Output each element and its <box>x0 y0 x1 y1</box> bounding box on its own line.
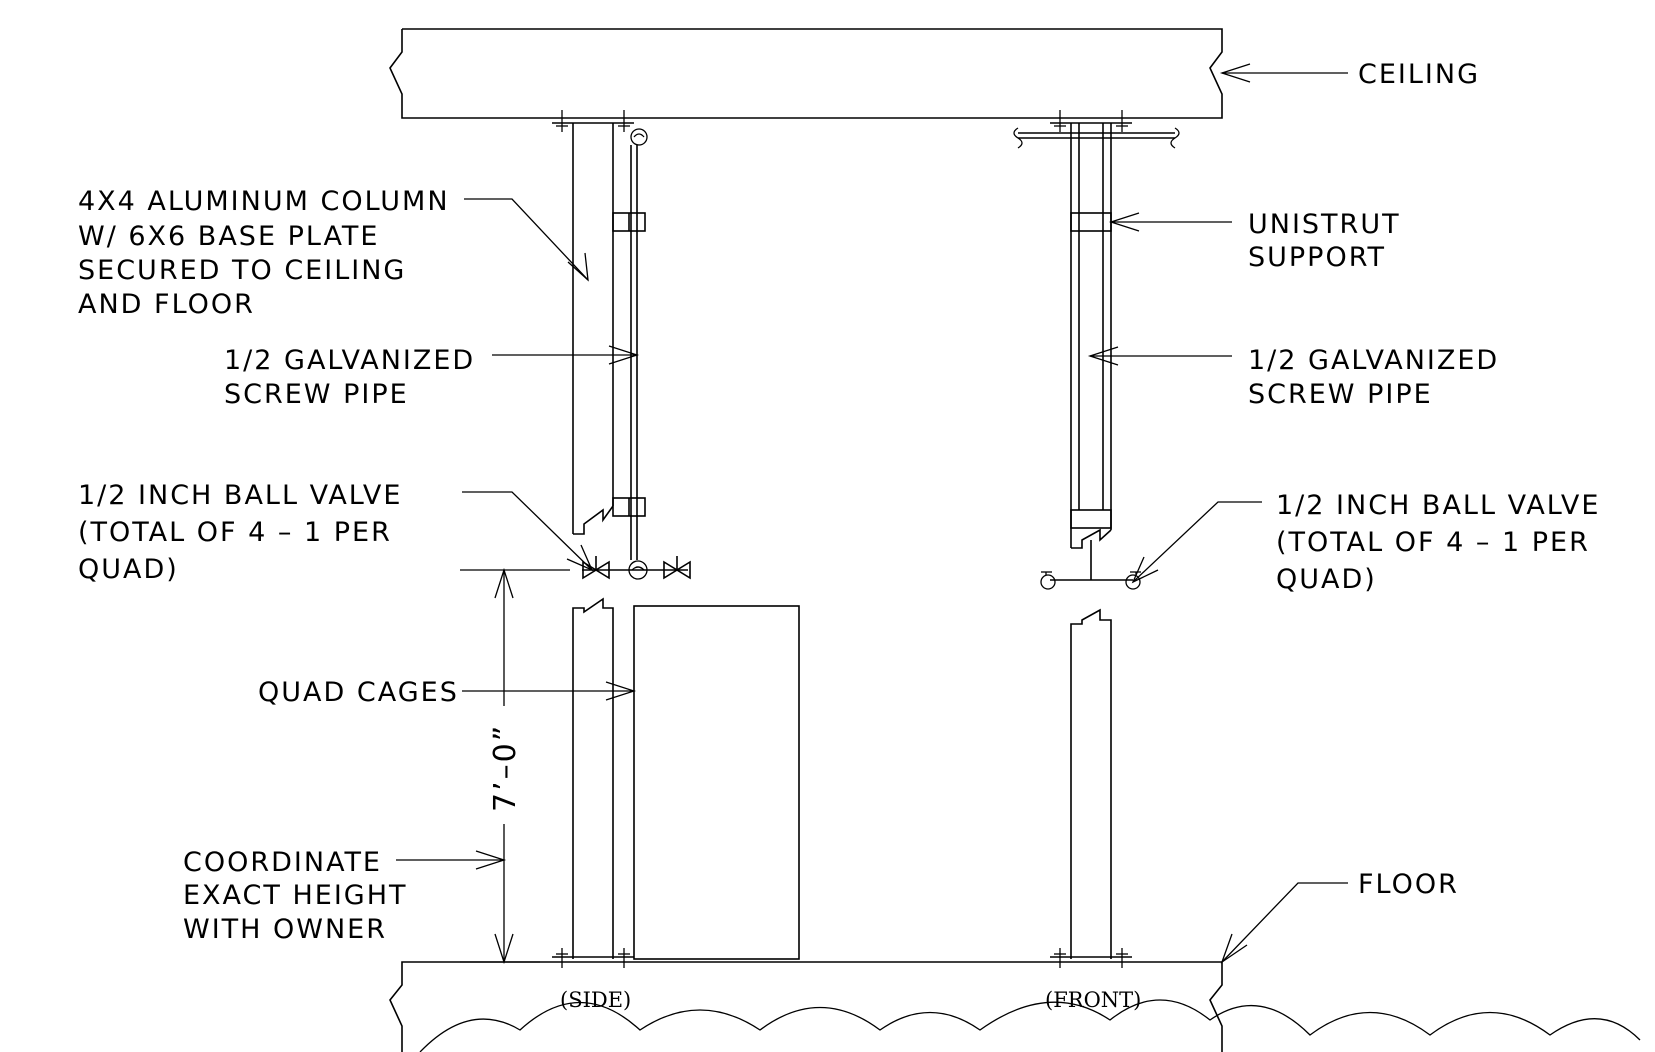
front-column <box>1050 122 1132 959</box>
height-dimension: 7’–0” <box>460 567 570 965</box>
unistrut-label-line-1: UNISTRUT <box>1248 209 1401 240</box>
quad-cages-label: QUAD CAGES <box>258 677 459 708</box>
leader-floor <box>1220 882 1348 964</box>
valve-right-label-line-2: (TOTAL OF 4 – 1 PER <box>1276 527 1590 558</box>
valve-left-label-line-3: QUAD) <box>78 554 179 585</box>
unistrut-support-side <box>612 212 646 517</box>
galvanized-pipe-side <box>630 128 648 560</box>
column-label-line-2: W/ 6X6 BASE PLATE <box>78 221 379 252</box>
quad-cage <box>633 605 800 960</box>
pipe-left-label-line-1: 1/2 GALVANIZED <box>224 345 475 376</box>
leader-valve-right <box>1131 501 1262 584</box>
leader-valve-left <box>462 491 594 572</box>
ball-valves-front <box>1040 540 1141 590</box>
ball-valves-side <box>582 556 691 580</box>
coordinate-label-line-2: EXACT HEIGHT <box>183 880 408 911</box>
valve-left-label-line-2: (TOTAL OF 4 – 1 PER <box>78 517 392 548</box>
leader-pipe-right <box>1087 346 1232 366</box>
valve-left-label-line-1: 1/2 INCH BALL VALVE <box>78 480 402 511</box>
valve-right-label-line-3: QUAD) <box>1276 564 1377 595</box>
ceiling-label: CEILING <box>1358 59 1480 90</box>
column-label-line-1: 4X4 ALUMINUM COLUMN <box>78 186 450 217</box>
side-column <box>552 122 634 959</box>
column-label-line-3: SECURED TO CEILING <box>78 255 406 286</box>
leader-column <box>464 198 589 282</box>
view-side-label: (SIDE) <box>560 988 631 1012</box>
floor-anchor-bolts-side <box>556 948 630 968</box>
pipe-right-label-line-1: 1/2 GALVANIZED <box>1248 345 1499 376</box>
leader-pipe-left <box>492 345 640 365</box>
coordinate-label-line-3: WITH OWNER <box>183 914 387 945</box>
leader-unistrut <box>1108 212 1232 232</box>
pipe-right-label-line-2: SCREW PIPE <box>1248 379 1433 410</box>
leader-quad-cages <box>462 681 637 701</box>
valve-right-label-line-1: 1/2 INCH BALL VALVE <box>1276 490 1600 521</box>
ceiling-slab <box>389 28 1223 119</box>
floor-slab <box>389 961 1223 1052</box>
galvanized-pipe-front-header <box>1013 127 1180 149</box>
dimension-label: 7’–0” <box>488 724 523 812</box>
leader-coordinate <box>396 850 507 870</box>
view-front-label: (FRONT) <box>1045 988 1141 1012</box>
column-label-line-4: AND FLOOR <box>78 289 255 320</box>
coordinate-label-line-1: COORDINATE <box>183 847 382 878</box>
ceiling-anchor-bolts-front <box>1054 110 1128 132</box>
floor-anchor-bolts-front <box>1054 948 1128 968</box>
floor-label: FLOOR <box>1358 869 1459 900</box>
leader-ceiling <box>1219 63 1348 83</box>
soil-hatch <box>419 999 1641 1052</box>
pipe-left-label-line-2: SCREW PIPE <box>224 379 409 410</box>
unistrut-label-line-2: SUPPORT <box>1248 242 1386 273</box>
ceiling-anchor-bolts-side <box>556 110 630 132</box>
